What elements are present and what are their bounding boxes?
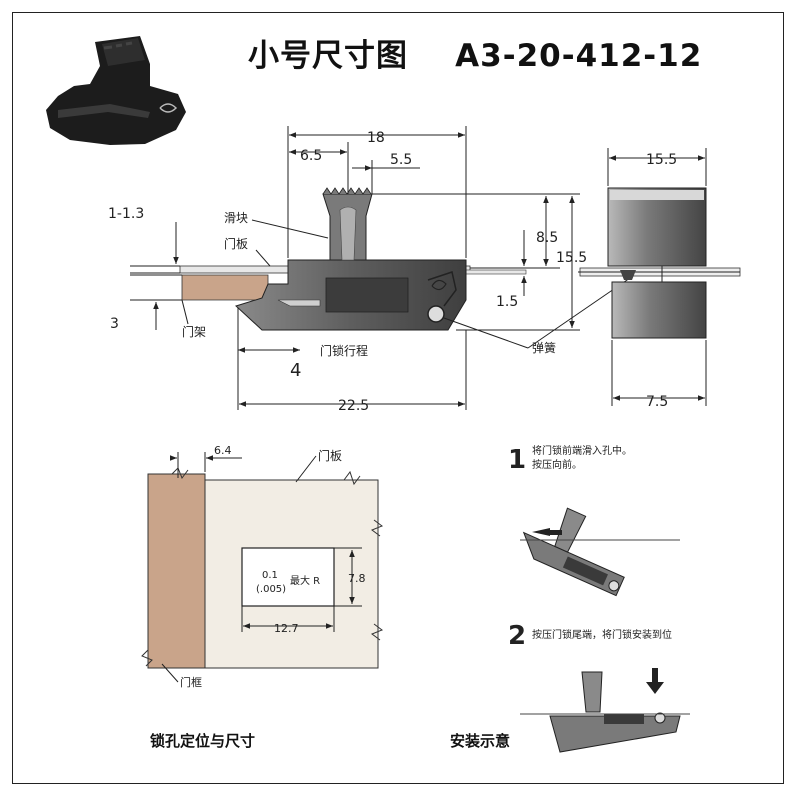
label-spring: 弹簧 <box>532 340 556 355</box>
dim-18: 18 <box>367 130 385 146</box>
dim-6-4: 6.4 <box>214 444 232 457</box>
dim-5-5: 5.5 <box>390 152 412 168</box>
dim-12-7: 12.7 <box>274 622 299 635</box>
dim-22-5: 22.5 <box>338 398 369 414</box>
step1-number: 1 <box>508 445 526 475</box>
radius-inch: (.005) <box>256 584 286 595</box>
dim-side-7-5: 7.5 <box>646 394 668 410</box>
label-door-panel: 门板 <box>224 236 248 251</box>
figure-border <box>12 12 784 784</box>
dim-4: 4 <box>290 360 301 381</box>
dim-6-5: 6.5 <box>300 148 322 164</box>
dim-3: 3 <box>110 316 119 332</box>
install-steps: 1 将门锁前端滑入孔中。 按压向前。 2 按压门锁尾端，将门锁安装到位 安装示意 <box>450 444 690 753</box>
dim-15-5-height: 15.5 <box>556 250 587 266</box>
dim-1-1-3: 1-1.3 <box>108 206 144 222</box>
label-slider: 滑块 <box>224 211 248 225</box>
caption-install: 安装示意 <box>450 732 510 750</box>
step1-line2: 按压向前。 <box>532 458 582 471</box>
profile-view <box>179 187 527 331</box>
caption-hole: 锁孔定位与尺寸 <box>150 732 255 750</box>
hole-view: 6.4 门板 0.1 (.005) 最大 R 7.8 12.7 门框 锁孔定位与… <box>141 444 384 750</box>
dim-8-5: 8.5 <box>536 230 558 246</box>
radius-label: 最大 R <box>290 574 320 587</box>
step2-text: 按压门锁尾端，将门锁安装到位 <box>532 628 672 641</box>
dim-side-15-5: 15.5 <box>646 152 677 168</box>
product-photo <box>46 36 186 145</box>
page-title: 小号尺寸图 A3-20-412-12 <box>248 38 703 74</box>
side-view: 15.5 7.5 <box>578 148 741 410</box>
label-travel: 门锁行程 <box>320 343 368 358</box>
radius-value: 0.1 <box>262 570 278 581</box>
step1-line1: 将门锁前端滑入孔中。 <box>532 444 632 457</box>
dim-7-8: 7.8 <box>348 572 366 585</box>
label-frame: 门框 <box>180 675 202 689</box>
step2-number: 2 <box>508 621 526 651</box>
dim-1-5: 1.5 <box>496 294 518 310</box>
profile-dimensions: 18 6.5 5.5 1-1.3 3 8.5 15.5 1.5 <box>108 126 631 414</box>
label-door-frame: 门架 <box>182 324 206 339</box>
label-hole-panel: 门板 <box>318 448 342 463</box>
